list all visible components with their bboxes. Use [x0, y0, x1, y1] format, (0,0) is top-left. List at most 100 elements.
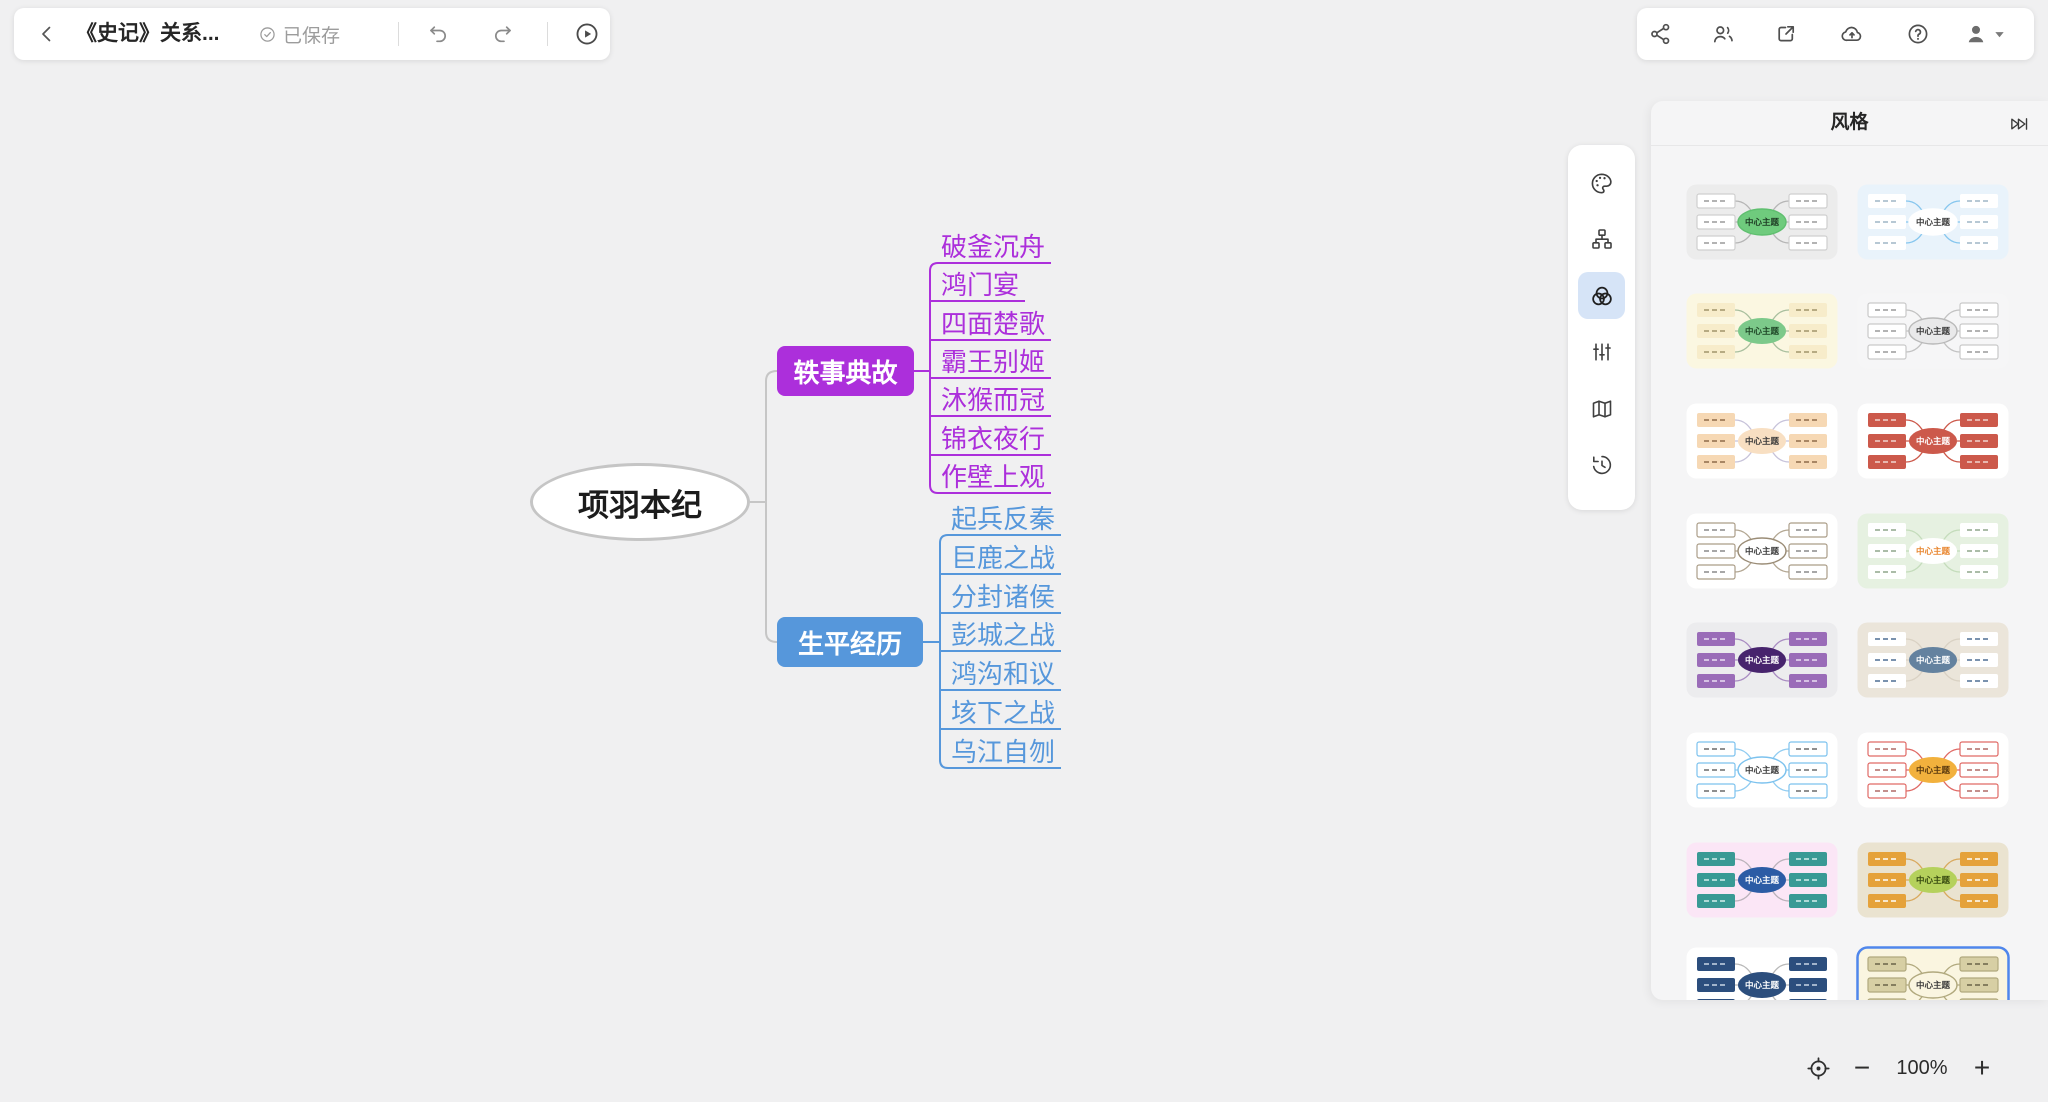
tool-map-button[interactable]: [1578, 385, 1625, 432]
branch-topic-label: 轶事典故: [793, 357, 898, 388]
locate-icon: [1806, 1056, 1830, 1080]
toolbar-right: [1637, 8, 2034, 60]
root-topic-label: 项羽本纪: [578, 487, 702, 523]
tool-history-button[interactable]: [1578, 441, 1625, 488]
svg-text:中心主题: 中心主题: [1745, 217, 1780, 227]
caret-down-icon: [1994, 31, 2004, 37]
mindmap-child-topic[interactable]: 四面楚歌: [941, 309, 1046, 339]
undo-icon: [430, 26, 446, 43]
avatar-icon: [1968, 25, 1983, 43]
svg-text:中心主题: 中心主题: [1916, 546, 1951, 556]
tool-structure-button[interactable]: [1578, 215, 1625, 262]
tool-theme-button[interactable]: [1578, 272, 1625, 319]
style-thumbnail[interactable]: 中心主题: [1856, 512, 2010, 590]
plus-icon: +: [1973, 1052, 1991, 1083]
mindmap-child-topic[interactable]: 鸿门宴: [941, 270, 1020, 300]
style-thumbnail[interactable]: 中心主题: [1685, 183, 1839, 261]
svg-text:中心主题: 中心主题: [1745, 875, 1780, 885]
svg-text:中心主题: 中心主题: [1745, 326, 1780, 336]
collaborators-icon: [1713, 26, 1733, 43]
redo-button[interactable]: [483, 14, 523, 54]
style-thumbnail[interactable]: 中心主题: [1856, 402, 2010, 480]
help-button[interactable]: [1898, 14, 1938, 54]
tool-adjust-button[interactable]: [1578, 328, 1625, 375]
mindmap-child-topic[interactable]: 破釜沉舟: [941, 232, 1046, 262]
style-thumbnail[interactable]: 中心主题: [1685, 946, 1839, 1000]
style-thumbnail[interactable]: 中心主题: [1856, 731, 2010, 809]
style-panel-header: 风格: [1651, 101, 2048, 146]
style-thumbnail[interactable]: 中心主题: [1685, 841, 1839, 919]
zoom-in-button[interactable]: +: [1960, 1046, 2004, 1090]
style-thumbnail[interactable]: 中心主题: [1856, 183, 2010, 261]
mindmap-child-topic[interactable]: 巨鹿之战: [951, 543, 1056, 573]
mindmap-child-topic[interactable]: 分封诸侯: [951, 582, 1056, 612]
skip-collapse-icon: [2011, 118, 2028, 130]
collaborate-button[interactable]: [1703, 14, 1743, 54]
collapse-panel-button[interactable]: [2006, 111, 2032, 137]
zoom-level[interactable]: 100%: [1896, 1056, 1948, 1079]
mindmap-root-topic[interactable]: 项羽本纪: [530, 463, 750, 541]
minus-icon: −: [1853, 1052, 1871, 1083]
palette-icon: [1591, 173, 1612, 194]
mindmap-child-topic[interactable]: 霸王别姬: [941, 347, 1046, 377]
mindmap-child-topic[interactable]: 鸿沟和议: [951, 659, 1056, 689]
style-panel-title: 风格: [1830, 112, 1869, 133]
style-thumbnail[interactable]: 中心主题: [1856, 621, 2010, 699]
export-button[interactable]: [1766, 14, 1806, 54]
zoom-controls: − 100% +: [1796, 1046, 2016, 1090]
document-title[interactable]: 《史记》关系...: [76, 22, 220, 45]
svg-text:中心主题: 中心主题: [1745, 980, 1780, 990]
svg-text:中心主题: 中心主题: [1745, 655, 1780, 665]
save-status: 已保存: [258, 8, 340, 60]
toolbar-divider: [547, 22, 548, 46]
back-button[interactable]: [27, 14, 67, 54]
mindmap-child-topic[interactable]: 沐猴而冠: [941, 385, 1046, 415]
svg-text:中心主题: 中心主题: [1916, 326, 1951, 336]
sliders-icon: [1592, 342, 1611, 361]
svg-text:中心主题: 中心主题: [1916, 875, 1951, 885]
svg-text:中心主题: 中心主题: [1745, 546, 1780, 556]
style-thumbnail[interactable]: 中心主题: [1685, 731, 1839, 809]
undo-button[interactable]: [418, 14, 458, 54]
cloud-upload-button[interactable]: [1832, 14, 1872, 54]
history-icon: [1592, 455, 1611, 474]
map-icon: [1592, 399, 1611, 418]
style-thumbnail[interactable]: 中心主题: [1685, 621, 1839, 699]
redo-icon: [495, 26, 511, 43]
style-thumbnail[interactable]: 中心主题: [1685, 292, 1839, 370]
mindmap-child-topic[interactable]: 起兵反秦: [951, 504, 1056, 534]
style-thumbnail[interactable]: 中心主题: [1856, 292, 2010, 370]
mindmap-child-topic[interactable]: 彭城之战: [951, 620, 1056, 650]
share-button[interactable]: [1641, 14, 1681, 54]
mindmap-branch-topic[interactable]: 轶事典故: [777, 346, 914, 396]
mindmap-child-topic[interactable]: 乌江自刎: [951, 737, 1056, 767]
style-thumbnail[interactable]: 中心主题: [1685, 512, 1839, 590]
style-thumbnail[interactable]: 中心主题: [1685, 402, 1839, 480]
zoom-out-button[interactable]: −: [1840, 1046, 1884, 1090]
mindmap-branch-topic[interactable]: 生平经历: [777, 617, 923, 667]
help-icon: [1908, 24, 1928, 44]
locate-center-button[interactable]: [1796, 1046, 1840, 1090]
tool-palette-button[interactable]: [1578, 160, 1625, 207]
chevron-left-icon: [42, 26, 51, 42]
svg-text:中心主题: 中心主题: [1916, 980, 1951, 990]
mindmap-child-topic[interactable]: 垓下之战: [951, 698, 1056, 728]
style-thumbnail-selected[interactable]: 中心主题: [1856, 946, 2010, 1000]
style-thumbnail[interactable]: 中心主题: [1856, 841, 2010, 919]
play-presentation-button[interactable]: [567, 14, 607, 54]
cloud-upload-icon: [1841, 26, 1862, 42]
style-panel: 风格 中心主题中心主题中心主题中心主题中心主题中心主题中心主题中心主题中心主题中…: [1651, 101, 2048, 1000]
svg-text:中心主题: 中心主题: [1916, 436, 1951, 446]
svg-text:中心主题: 中心主题: [1916, 655, 1951, 665]
save-status-label: 已保存: [283, 25, 341, 47]
open-external-icon: [1778, 25, 1795, 42]
structure-icon: [1591, 228, 1612, 249]
share-icon: [1651, 23, 1670, 45]
theme-circles-icon: [1591, 286, 1612, 305]
mindmap-child-topic[interactable]: 作壁上观: [941, 462, 1046, 492]
account-menu[interactable]: [1953, 14, 2015, 54]
mindmap-child-topic[interactable]: 锦衣夜行: [941, 424, 1046, 454]
svg-text:中心主题: 中心主题: [1916, 765, 1951, 775]
